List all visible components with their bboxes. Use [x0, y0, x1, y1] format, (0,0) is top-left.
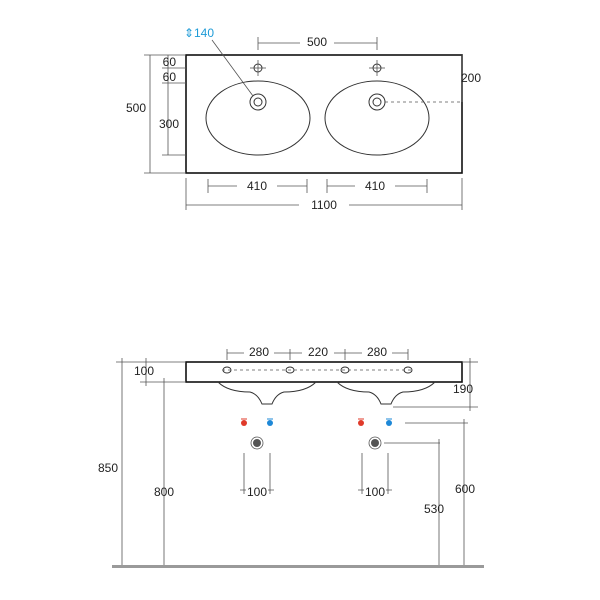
- left-drain-icon: [249, 93, 267, 111]
- span-mid-label: 220: [308, 345, 328, 359]
- depth-label: 500: [126, 101, 146, 115]
- right-bowl-profile: [336, 381, 436, 405]
- tap-offset-b-label: 60: [163, 70, 177, 84]
- total-width-label: 1100: [311, 198, 337, 212]
- left-bowl-profile: [217, 381, 317, 405]
- right-waste-outlet-icon: [368, 436, 382, 450]
- tap-spacing-label: 500: [307, 35, 327, 49]
- left-basin: [205, 80, 311, 156]
- slab-hole-marks: [222, 366, 414, 374]
- bowl-depth-label: 190: [453, 382, 473, 396]
- right-tap-hole-icon: [369, 60, 385, 76]
- basin-depth-label: 300: [159, 117, 179, 131]
- front-view: 280 220 280 100 190: [98, 345, 484, 568]
- thickness-label: 100: [134, 364, 154, 378]
- basin-width-left-label: 410: [247, 179, 267, 193]
- basin-width-right-label: 410: [365, 179, 385, 193]
- left-tap-hole-icon: [250, 60, 266, 76]
- right-basin: [324, 80, 430, 156]
- left-cold-valve-icon: [267, 418, 273, 426]
- span-right-label: 280: [367, 345, 387, 359]
- top-view: ⇕ 140 500 500 60 60 300 200 410: [126, 26, 481, 212]
- left-waste-outlet-icon: [250, 436, 264, 450]
- span-left-label: 280: [249, 345, 269, 359]
- valve-spacing-left-label: 100: [247, 485, 267, 499]
- right-offset-label: 200: [461, 71, 481, 85]
- diameter-symbol-icon: ⇕: [184, 26, 194, 40]
- countertop-slab: [185, 361, 463, 383]
- tap-offset-a-label: 60: [163, 55, 177, 69]
- left-hot-valve-icon: [241, 418, 247, 426]
- hole-diameter-callout: ⇕ 140: [184, 26, 254, 97]
- right-hot-valve-icon: [358, 418, 364, 426]
- countertop-outline: [185, 54, 463, 174]
- valve-spacing-right-label: 100: [365, 485, 385, 499]
- hole-diameter-label: 140: [194, 26, 214, 40]
- floor-line: [112, 565, 484, 568]
- drain-height-label: 530: [424, 502, 444, 516]
- right-cold-valve-icon: [386, 418, 392, 426]
- inlet-height-label: 600: [455, 482, 475, 496]
- total-height-label: 850: [98, 461, 118, 475]
- top-height-label: 800: [154, 485, 174, 499]
